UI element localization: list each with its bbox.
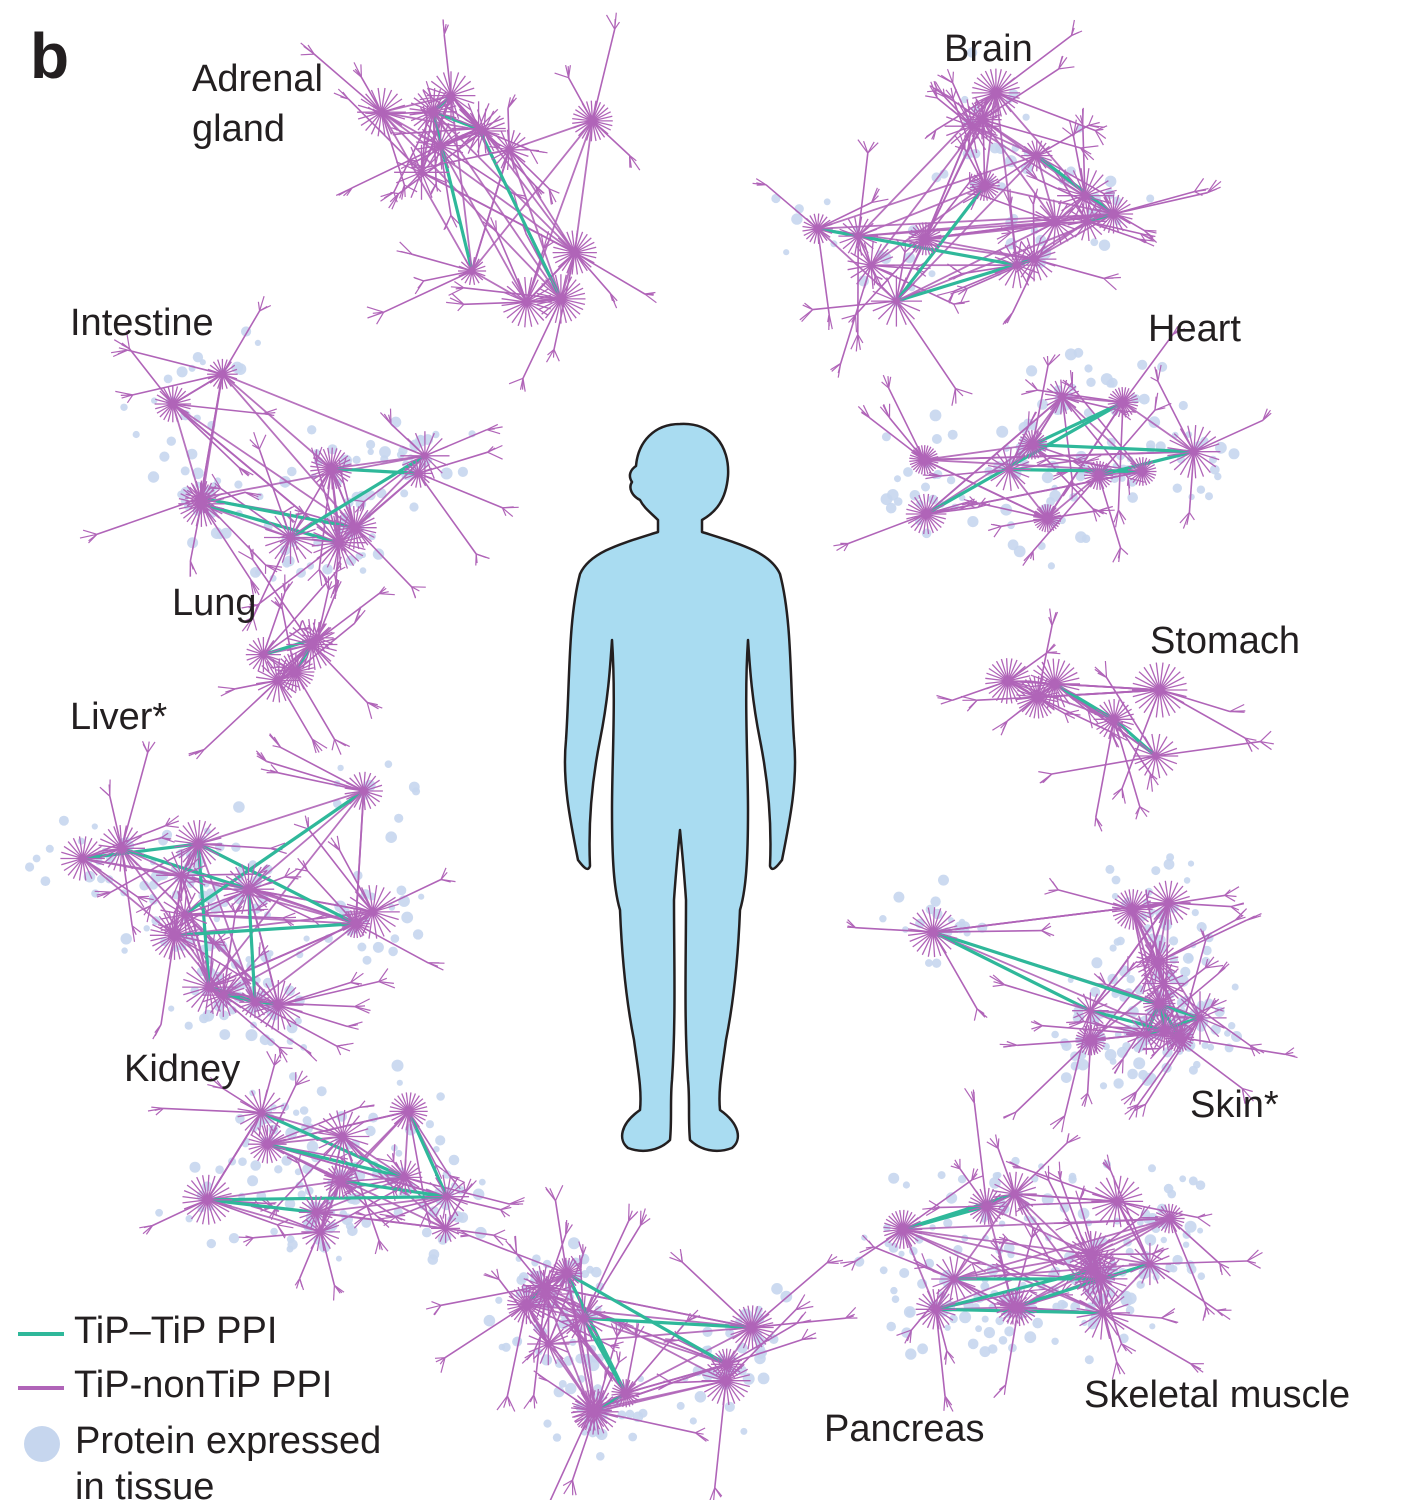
legend-item-expressed: Protein expressed in tissue bbox=[18, 1418, 415, 1510]
legend-item-tip-tip: TiP–TiP PPI bbox=[18, 1308, 277, 1354]
label-brain: Brain bbox=[944, 24, 1033, 74]
legend-label-tip-tip: TiP–TiP PPI bbox=[74, 1308, 277, 1354]
human-body-silhouette bbox=[565, 424, 795, 1151]
label-lung: Lung bbox=[172, 578, 257, 628]
tip-tip-edge-swatch bbox=[18, 1332, 64, 1336]
expressed-node-swatch bbox=[24, 1426, 60, 1462]
legend-label-expressed: Protein expressed in tissue bbox=[75, 1418, 415, 1510]
panel-label: b bbox=[30, 20, 69, 92]
tip-nontip-edge-swatch bbox=[18, 1386, 64, 1390]
label-stomach: Stomach bbox=[1150, 616, 1300, 666]
label-kidney: Kidney bbox=[124, 1044, 240, 1094]
label-liver: Liver* bbox=[70, 692, 167, 742]
legend-item-tip-nontip: TiP-nonTiP PPI bbox=[18, 1362, 332, 1408]
label-intestine: Intestine bbox=[70, 298, 214, 348]
legend-label-tip-nontip: TiP-nonTiP PPI bbox=[74, 1362, 332, 1408]
label-skin: Skin* bbox=[1190, 1080, 1279, 1130]
label-adrenal-gland: Adrenal gland bbox=[192, 54, 352, 154]
label-skeletal-muscle: Skeletal muscle bbox=[1084, 1370, 1350, 1420]
label-pancreas: Pancreas bbox=[824, 1404, 985, 1454]
label-heart: Heart bbox=[1148, 304, 1241, 354]
